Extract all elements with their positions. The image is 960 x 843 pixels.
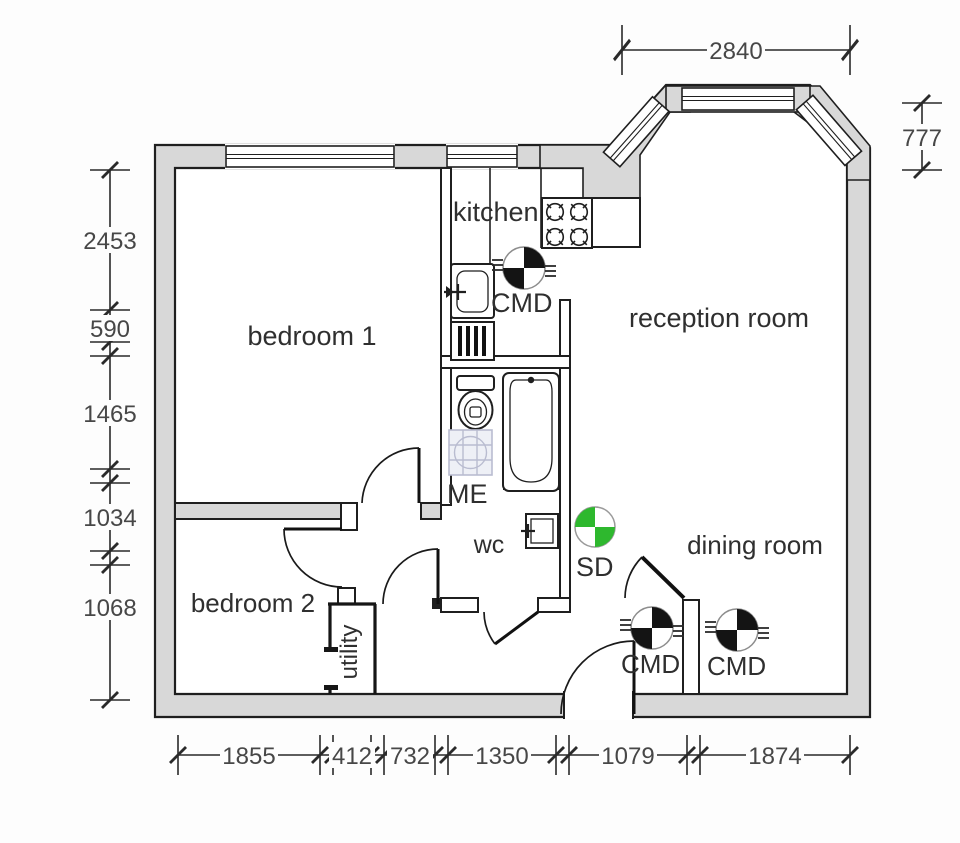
dining-door <box>624 555 686 600</box>
dim-left-590: 590 <box>90 316 130 343</box>
wc-basin-icon <box>521 513 559 549</box>
wall-bedroom-divider <box>174 502 342 520</box>
dimension-top-bay: 2840 <box>612 23 860 77</box>
entrance-opening <box>563 691 634 720</box>
dim-left-1068: 1068 <box>83 595 136 622</box>
dimension-chain-left: 2453 590 1465 1034 1068 <box>81 160 139 710</box>
dim-bottom-1350: 1350 <box>475 743 528 770</box>
dimension-chain-bottom: 1855 412 732 1350 1079 1874 <box>168 733 860 777</box>
wall-corridor-right <box>559 299 571 613</box>
room-label-reception: reception room <box>629 303 809 333</box>
wall-pier-bedroom2-door-bottom <box>337 587 356 605</box>
wc-door <box>483 610 539 646</box>
room-label-bedroom1: bedroom 1 <box>247 321 376 351</box>
dim-bottom-732: 732 <box>390 743 430 770</box>
entrance-door <box>560 640 636 715</box>
toilet-icon <box>456 375 495 430</box>
room-label-kitchen: kitchen <box>453 197 539 227</box>
kitchen-window <box>446 144 518 169</box>
smoke-detector-icon <box>574 506 616 548</box>
bay-front-window <box>681 87 795 111</box>
device-label-me: ME <box>447 479 488 509</box>
bay-right-window <box>795 94 863 167</box>
chimney-breast <box>591 197 641 248</box>
dim-left-1034: 1034 <box>83 505 136 532</box>
dim-bottom-1874: 1874 <box>748 743 801 770</box>
device-label-cmd-kitchen: CMD <box>491 288 553 318</box>
utility-door-jamb-bottom <box>324 685 338 690</box>
dim-bottom-1079: 1079 <box>601 743 654 770</box>
bathtub-icon <box>502 372 560 492</box>
dim-right-777: 777 <box>902 125 942 152</box>
dim-bottom-412: 412 <box>332 743 372 770</box>
hall-door <box>382 548 440 605</box>
dim-left-2453: 2453 <box>83 228 136 255</box>
utility-door-jamb-top <box>324 647 338 652</box>
room-label-utility: utility <box>336 625 363 680</box>
device-label-sd: SD <box>576 552 614 582</box>
bedroom2-door <box>283 527 343 588</box>
dim-top-2840: 2840 <box>709 38 762 65</box>
device-label-cmd-hall: CMD <box>621 649 680 679</box>
bedroom1-door <box>361 447 421 504</box>
dim-left-1465: 1465 <box>83 401 136 428</box>
wall-wc-right <box>537 597 571 613</box>
wall-pier-hall <box>420 502 442 520</box>
device-label-cmd-dining: CMD <box>707 651 766 681</box>
room-label-dining: dining room <box>687 530 823 560</box>
wall-dining-partition <box>682 599 700 695</box>
bay-left-window <box>602 95 671 168</box>
wall-pier-bedroom2-door-top <box>340 502 358 531</box>
shower-meter-tray-icon <box>448 429 493 476</box>
utility-walls <box>328 602 377 694</box>
room-label-bedroom2: bedroom 2 <box>191 588 315 618</box>
bedroom1-window <box>225 144 395 169</box>
wall-wc-left <box>440 597 479 613</box>
room-label-wc: wc <box>473 531 505 559</box>
sink-icon <box>444 263 495 319</box>
appliance-icon <box>450 321 495 361</box>
dim-bottom-1855: 1855 <box>222 743 275 770</box>
stove-icon <box>541 197 593 249</box>
dimension-right-bay: 777 <box>899 93 945 180</box>
